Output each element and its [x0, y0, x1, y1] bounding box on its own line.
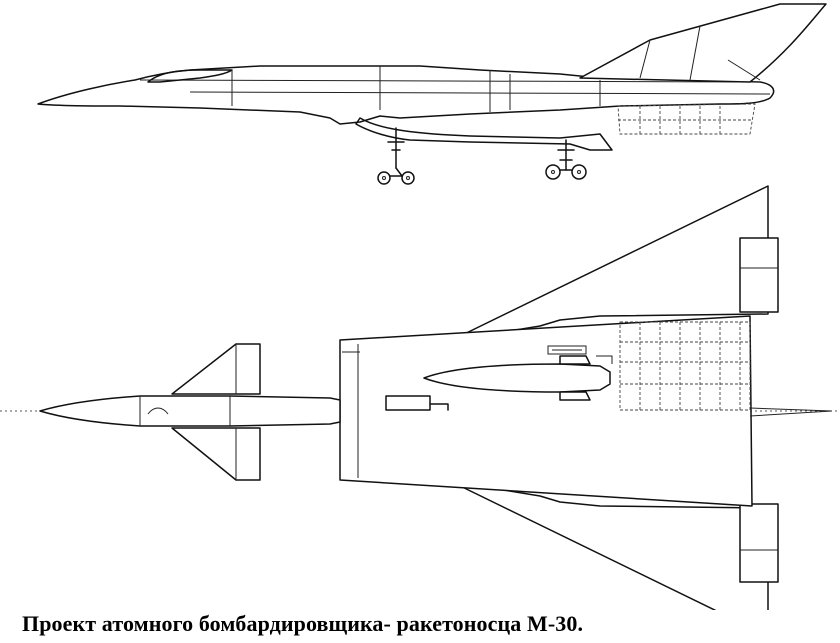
side-vertical-tail	[579, 3, 827, 83]
side-view	[37, 3, 827, 185]
figure-caption: Проект атомного бомбардировщика- ракетон…	[22, 611, 584, 636]
upper-wing-fin	[739, 237, 779, 313]
plan-view	[0, 185, 840, 610]
nose-landing-gear	[377, 127, 415, 185]
main-landing-gear	[545, 139, 587, 180]
side-fuselage	[37, 65, 775, 125]
upper-canard	[171, 343, 261, 395]
cruise-missile	[423, 345, 613, 401]
aircraft-drawing	[0, 3, 840, 610]
plan-center-body	[339, 315, 753, 507]
side-belly	[355, 117, 613, 151]
upper-wing	[451, 185, 769, 341]
lower-canard	[171, 427, 261, 481]
lower-wing-fin	[739, 503, 779, 583]
plan-fuselage	[39, 395, 341, 427]
